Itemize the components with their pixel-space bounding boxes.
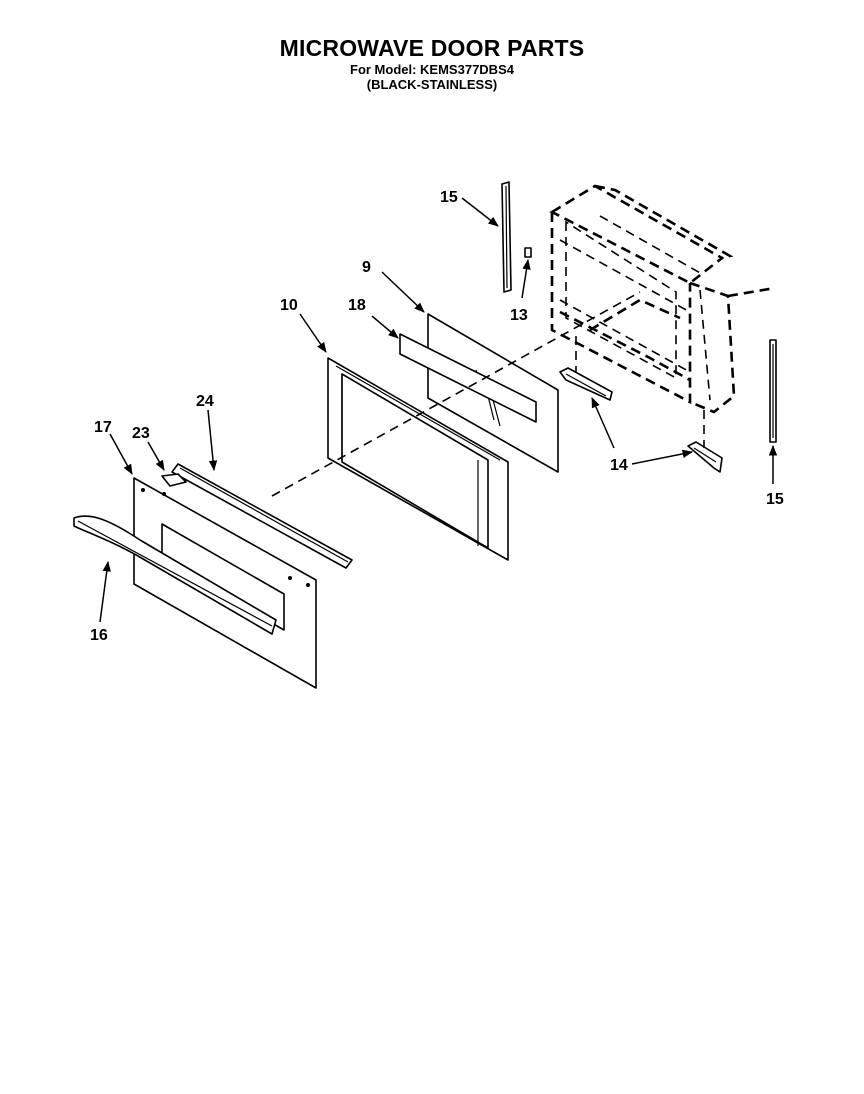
- callout-leaders: [99, 197, 778, 623]
- callout-23: 23: [132, 425, 150, 442]
- model-line: For Model: KEMS377DBS4: [350, 62, 514, 77]
- callout-18: 18: [348, 297, 366, 314]
- door-frame-part-10: [327, 357, 509, 561]
- hinge-bracket-left: [559, 367, 613, 401]
- pad-part-23: [161, 473, 187, 487]
- hinge-bracket-right: [687, 441, 723, 473]
- callout-9: 9: [362, 259, 371, 276]
- door-handle-part-16: [73, 515, 277, 635]
- door-rail-part-24: [171, 463, 353, 569]
- page-title: MICROWAVE DOOR PARTS: [279, 35, 585, 61]
- color-line: (BLACK-STAINLESS): [366, 77, 498, 92]
- callout-16: 16: [90, 627, 108, 644]
- latch-part-13: [524, 247, 532, 258]
- callout-24: 24: [196, 393, 214, 410]
- hinge-strip-top: [501, 181, 512, 293]
- callout-14: 14: [610, 457, 628, 474]
- alignment-lines: [271, 291, 705, 497]
- door-panel-part-17: [133, 477, 317, 689]
- callout-13: 13: [510, 307, 528, 324]
- cavity-outline: [549, 184, 776, 414]
- callout-15-bottom: 15: [766, 491, 784, 508]
- diagram-header: MICROWAVE DOOR PARTS For Model: KEMS377D…: [0, 34, 864, 92]
- hinge-strip-bottom: [769, 339, 777, 443]
- callout-15-top: 15: [440, 189, 458, 206]
- trim-strip-part-18: [399, 333, 537, 423]
- callout-10: 10: [280, 297, 298, 314]
- callout-17: 17: [94, 419, 112, 436]
